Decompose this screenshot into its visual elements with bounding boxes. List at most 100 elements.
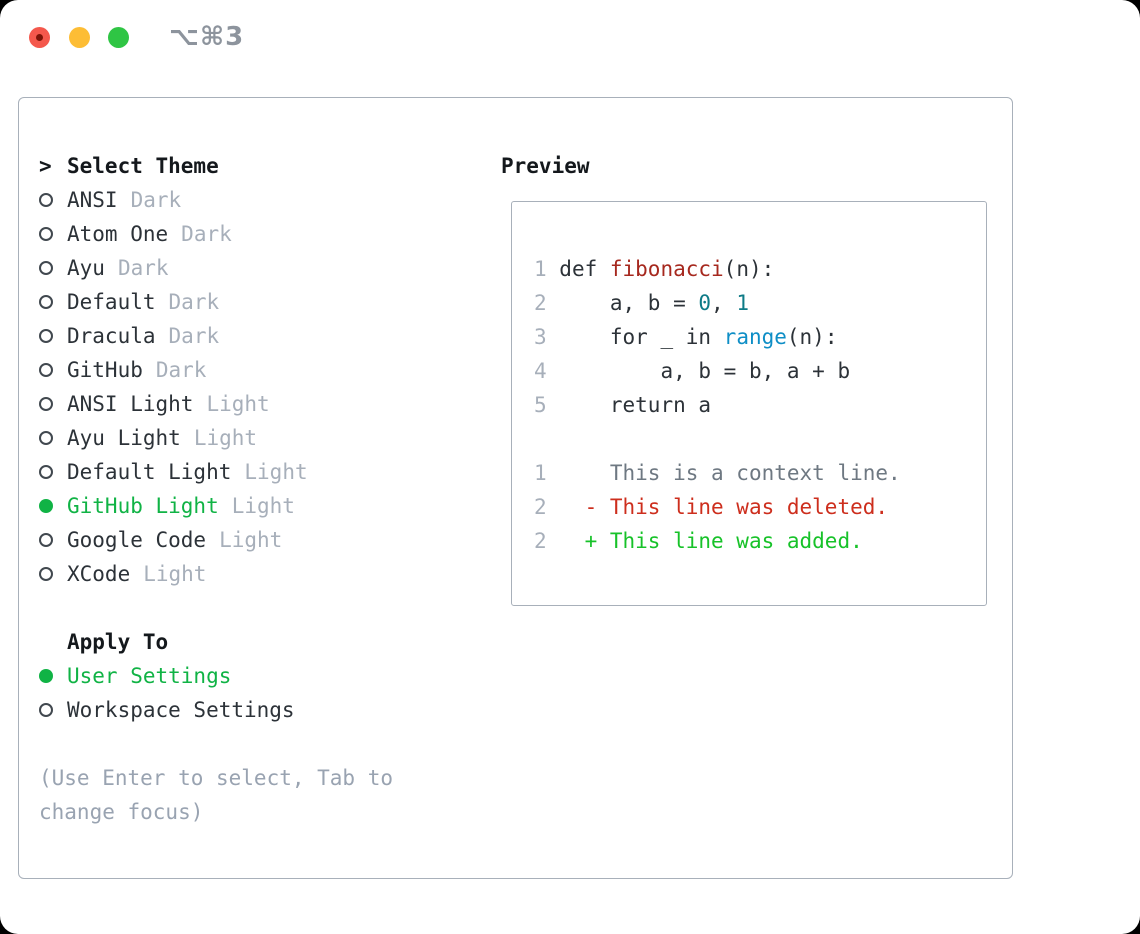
theme-variant-tag: Light — [231, 494, 295, 518]
option-label: GitHub — [67, 358, 143, 382]
radio-unselected-icon — [39, 295, 67, 309]
option-label: Ayu Light — [67, 426, 181, 450]
radio-unselected-icon — [39, 329, 67, 343]
code-token-plain: for _ in — [559, 325, 724, 349]
code-line: 4 a, b = b, a + b — [534, 354, 986, 388]
theme-option-github[interactable]: GitHub Dark — [39, 353, 501, 387]
theme-option-ansi[interactable]: ANSI Dark — [39, 183, 501, 217]
code-token-builtin: range — [723, 325, 787, 349]
theme-option-default[interactable]: Default Dark — [39, 285, 501, 319]
theme-variant-tag: Dark — [155, 358, 207, 382]
code-line: 1 def fibonacci(n): — [534, 252, 986, 286]
option-label: XCode — [67, 562, 131, 586]
theme-variant-tag: Light — [244, 460, 308, 484]
code-line: 2 + This line was added. — [534, 524, 986, 558]
code-line: 2 a, b = 0, 1 — [534, 286, 986, 320]
code-token-plain: (n): — [723, 257, 775, 281]
radio-unselected-icon — [39, 703, 67, 717]
code-line: 2 - This line was deleted. — [534, 490, 986, 524]
radio-unselected-icon — [39, 363, 67, 377]
window-shortcut-title: ⌥⌘3 — [169, 22, 245, 52]
option-label: User Settings — [67, 664, 232, 688]
code-token-number: 0 — [698, 291, 712, 315]
radio-unselected-icon — [39, 465, 67, 479]
theme-option-atom-one[interactable]: Atom One Dark — [39, 217, 501, 251]
option-label: Dracula — [67, 324, 156, 348]
theme-variant-tag: Dark — [181, 222, 232, 246]
theme-option-default-light[interactable]: Default Light Light — [39, 455, 501, 489]
code-token-plain: , — [711, 291, 737, 315]
code-token-number: 1 — [736, 291, 749, 315]
code-line: 5 return a — [534, 388, 986, 422]
option-label: Workspace Settings — [67, 698, 295, 722]
line-number: 2 — [534, 495, 560, 519]
option-label: Atom One — [67, 222, 169, 246]
theme-variant-tag: Light — [219, 528, 283, 552]
option-label: GitHub Light — [67, 494, 219, 518]
option-label: Default — [67, 290, 156, 314]
option-label: Default Light — [67, 460, 232, 484]
code-token-plain: a, b = b, a + b — [559, 359, 851, 383]
keyboard-hint-text: (Use Enter to select, Tab to change focu… — [39, 766, 394, 824]
focus-caret-icon: > — [39, 154, 52, 178]
radio-selected-icon — [39, 669, 67, 683]
theme-option-ayu-light[interactable]: Ayu Light Light — [39, 421, 501, 455]
code-token-added: + This line was added. — [559, 529, 863, 553]
code-line: 3 for _ in range(n): — [534, 320, 986, 354]
theme-variant-tag: Light — [206, 392, 270, 416]
code-token-deleted: - This line was deleted. — [559, 495, 889, 519]
code-token-context: This is a context line. — [559, 461, 901, 485]
line-number: 1 — [534, 257, 560, 281]
theme-variant-tag: Dark — [117, 256, 169, 280]
line-number: 2 — [534, 529, 560, 553]
theme-option-xcode[interactable]: XCode Light — [39, 557, 501, 591]
radio-unselected-icon — [39, 431, 67, 445]
radio-unselected-icon — [39, 533, 67, 547]
apply-to-label: Apply To — [67, 630, 169, 654]
apply-to-header: Apply To — [39, 625, 501, 659]
theme-option-github-light[interactable]: GitHub Light Light — [39, 489, 501, 523]
line-number: 1 — [534, 461, 560, 485]
preview-header-label: Preview — [501, 154, 590, 178]
radio-unselected-icon — [39, 227, 67, 241]
apply-option-user-settings[interactable]: User Settings — [39, 659, 501, 693]
option-label: Ayu — [67, 256, 105, 280]
apply-option-workspace-settings[interactable]: Workspace Settings — [39, 693, 501, 727]
radio-unselected-icon — [39, 193, 67, 207]
theme-variant-tag: Dark — [168, 324, 220, 348]
theme-option-dracula[interactable]: Dracula Dark — [39, 319, 501, 353]
close-button[interactable] — [29, 27, 50, 48]
select-theme-label: Select Theme — [67, 154, 219, 178]
code-line: 1 This is a context line. — [534, 456, 986, 490]
option-label: ANSI Light — [67, 392, 194, 416]
theme-variant-tag: Dark — [130, 188, 182, 212]
code-token-plain: (n): — [786, 325, 838, 349]
radio-unselected-icon — [39, 261, 67, 275]
window-titlebar: ⌥⌘3 — [0, 0, 1140, 97]
theme-option-ayu[interactable]: Ayu Dark — [39, 251, 501, 285]
theme-variant-tag: Dark — [168, 290, 220, 314]
theme-option-ansi-light[interactable]: ANSI Light Light — [39, 387, 501, 421]
theme-variant-tag: Light — [143, 562, 207, 586]
radio-unselected-icon — [39, 397, 67, 411]
option-label: ANSI — [67, 188, 118, 212]
theme-variant-tag: Light — [193, 426, 258, 450]
code-token-function: fibonacci — [609, 257, 724, 281]
line-number: 2 — [534, 291, 560, 315]
radio-selected-icon — [39, 499, 67, 513]
line-number: 4 — [534, 359, 560, 383]
line-number: 5 — [534, 393, 560, 417]
minimize-button[interactable] — [69, 27, 90, 48]
line-number: 3 — [534, 325, 560, 349]
code-line — [534, 422, 986, 456]
code-token-plain: return a — [559, 393, 712, 417]
radio-unselected-icon — [39, 567, 67, 581]
maximize-button[interactable] — [108, 27, 129, 48]
